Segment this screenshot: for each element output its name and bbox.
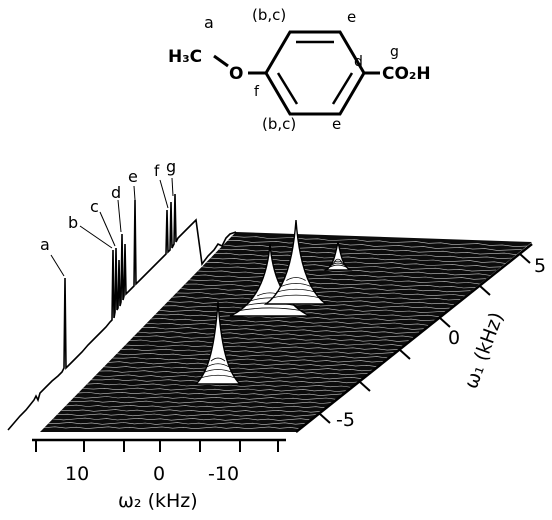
contour-trace (116, 352, 389, 359)
leader-line-e (133, 185, 136, 201)
carboxyl-group: CO₂H (382, 64, 431, 84)
leader-line-f (159, 179, 169, 209)
y-tick (519, 253, 531, 264)
contour-trace (193, 274, 481, 285)
contour-trace (99, 370, 368, 376)
peak-labels: a b c d e f g (40, 157, 176, 277)
contour-trace (61, 409, 322, 413)
y-axis-label: ω₁ (kHz) (460, 309, 508, 391)
atom-label-g: g (390, 44, 399, 60)
contour-trace (189, 279, 476, 289)
methyl-group: H₃C (168, 47, 202, 67)
atom-label-e-bottom: e (332, 115, 341, 133)
projection-spectrum (7, 193, 237, 431)
contour-trace (133, 335, 409, 342)
x-axis-label: ω₂ (kHz) (118, 490, 198, 512)
contour-trace (206, 261, 497, 272)
contour-trace (210, 257, 502, 268)
contour-trace (65, 404, 327, 409)
contour-trace (146, 322, 425, 330)
atom-label-f: f (254, 84, 260, 100)
spectrum-peaks (194, 219, 353, 385)
atom-label-a: a (204, 13, 214, 32)
x-tick-label: 10 (65, 463, 89, 485)
contour-trace (112, 357, 384, 363)
contour-trace (52, 417, 312, 421)
molecule-structure: H₃C O CO₂H a (b,c) e d g f (b,c) e (168, 6, 431, 133)
contour-trace (227, 240, 522, 251)
bond-o-ch3 (213, 54, 229, 68)
peak-small-right (323, 241, 353, 271)
y-tick (399, 349, 411, 360)
leader-line-d (117, 199, 122, 233)
contour-trace (103, 366, 374, 372)
contour-trace (82, 387, 348, 392)
contour-trace (197, 270, 486, 280)
peak-tall-center (263, 219, 329, 305)
ring-double-bond (276, 72, 299, 105)
y-tick (439, 317, 451, 328)
y-tick-label: 0 (448, 327, 460, 349)
contour-trace (120, 348, 394, 355)
contour-trace (163, 305, 445, 313)
contour-trace (129, 339, 404, 347)
spectrum-2d: a b c d e f g 10 0 -10 ω₂ (7, 157, 546, 512)
leader-line-c (99, 211, 116, 247)
peak-label-c: c (90, 197, 99, 216)
peak-label-d: d (111, 183, 121, 202)
y-tick (319, 413, 331, 424)
ring-double-bond (331, 72, 354, 105)
contour-trace (218, 248, 512, 259)
contour-trace (201, 266, 492, 276)
x-axis: 10 0 -10 ω₂ (kHz) (32, 438, 286, 512)
y-tick (479, 285, 491, 296)
contour-trace (214, 252, 507, 264)
x-tick-label: 0 (153, 463, 165, 485)
peak-label-b: b (68, 213, 78, 232)
y-tick-label: 5 (534, 255, 546, 277)
benzene-ring (264, 30, 366, 116)
contour-trace (86, 383, 353, 388)
contour-trace (108, 361, 379, 368)
contour-trace (137, 331, 415, 338)
contour-trace (180, 288, 466, 297)
contour-trace (69, 400, 332, 405)
y-axis-line (295, 243, 533, 433)
x-tick-label: -10 (208, 463, 239, 485)
contour-plane (40, 232, 532, 432)
atom-label-e-top: e (347, 8, 356, 26)
contour-trace (231, 236, 527, 247)
peak-label-e: e (128, 167, 138, 186)
atom-label-d: d (354, 54, 363, 70)
leader-line-a (50, 254, 65, 277)
contour-trace (44, 426, 302, 430)
contour-trace (223, 244, 517, 256)
contour-trace (142, 327, 420, 334)
peak-label-f: f (154, 162, 160, 180)
atom-label-bc-bottom: (b,c) (262, 115, 296, 133)
contour-trace (56, 413, 317, 417)
contour-trace (184, 283, 471, 293)
y-tick (359, 381, 371, 392)
contour-trace (74, 396, 338, 400)
leader-line-g (171, 177, 174, 197)
contour-trace (78, 391, 343, 396)
contour-trace (150, 317, 430, 326)
peak-label-g: g (166, 157, 176, 176)
contour-trace (176, 292, 461, 301)
contour-trace (125, 344, 399, 351)
peak-low-left (194, 301, 242, 385)
contour-plane-base (40, 232, 532, 432)
oxygen-atom: O (229, 64, 243, 84)
y-tick-label: -5 (336, 409, 355, 431)
atom-label-bc-top: (b,c) (252, 6, 286, 24)
peak-label-a: a (40, 235, 50, 254)
contour-trace (48, 422, 307, 425)
leader-line-b (79, 225, 113, 249)
